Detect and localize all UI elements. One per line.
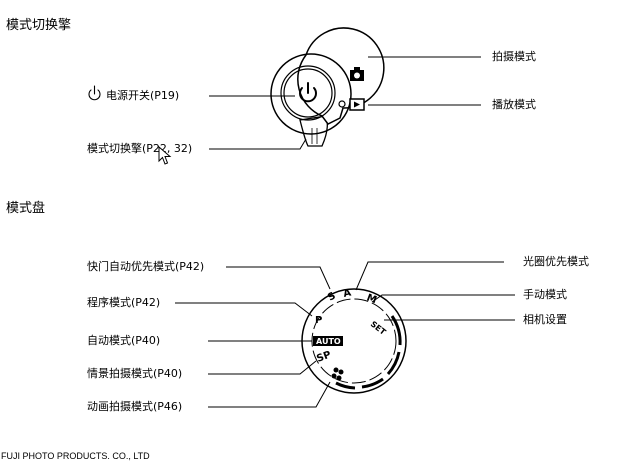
- dial-mark-a: A: [342, 288, 352, 300]
- mouse-cursor-icon: [158, 146, 172, 165]
- label-auto: 自动模式(P40): [87, 334, 161, 347]
- label-program: 程序模式(P42): [87, 296, 161, 309]
- leader-mode-switch: [209, 138, 307, 150]
- label-shooting-mode: 拍摄模式: [492, 50, 536, 63]
- power-icon: [88, 85, 101, 101]
- leader-movie: [208, 381, 331, 408]
- dial-mark-m: M: [365, 292, 378, 306]
- leader-aperture-priority: [355, 261, 504, 291]
- mode-dial-illustration: [301, 288, 407, 394]
- dial-mark-sp: SP: [315, 350, 332, 365]
- dial-marks: S A M SET P AUTO SP: [313, 288, 388, 365]
- power-button-icon: [299, 82, 317, 103]
- dial-mark-s: S: [326, 290, 338, 303]
- label-manual: 手动模式: [523, 288, 567, 301]
- dial-mark-set: SET: [369, 319, 388, 337]
- label-mode-switch: 模式切换擎(P22, 32): [87, 142, 193, 155]
- footer-company: FUJI PHOTO PRODUCTS. CO., LTD: [1, 451, 150, 461]
- power-button: [280, 65, 336, 121]
- label-aperture-priority: 光圈优先模式: [523, 255, 589, 268]
- label-scene: 情景拍摄模式(P40): [87, 367, 183, 380]
- label-setup: 相机设置: [523, 313, 567, 326]
- play-icon: [349, 98, 365, 111]
- leader-shutter-priority: [226, 266, 331, 290]
- heading-mode-switch: 模式切换擎: [6, 18, 72, 33]
- camera-icon: [350, 67, 364, 81]
- leader-scene: [208, 360, 317, 375]
- label-shutter-priority: 快门自动优先模式(P42): [87, 260, 205, 273]
- leader-manual: [371, 294, 515, 303]
- label-power: 电源开关(P19): [106, 89, 180, 102]
- heading-mode-dial: 模式盘: [6, 201, 46, 216]
- leader-program: [175, 302, 313, 317]
- label-movie: 动画拍摄模式(P46): [87, 400, 183, 413]
- label-playback-mode: 播放模式: [492, 98, 536, 111]
- movie-icon: [331, 367, 344, 381]
- mode-switch-ring: [297, 27, 385, 125]
- dial-mark-auto: AUTO: [316, 337, 341, 346]
- dial-mark-p: P: [315, 315, 322, 326]
- mode-switch-illustration: [270, 27, 385, 147]
